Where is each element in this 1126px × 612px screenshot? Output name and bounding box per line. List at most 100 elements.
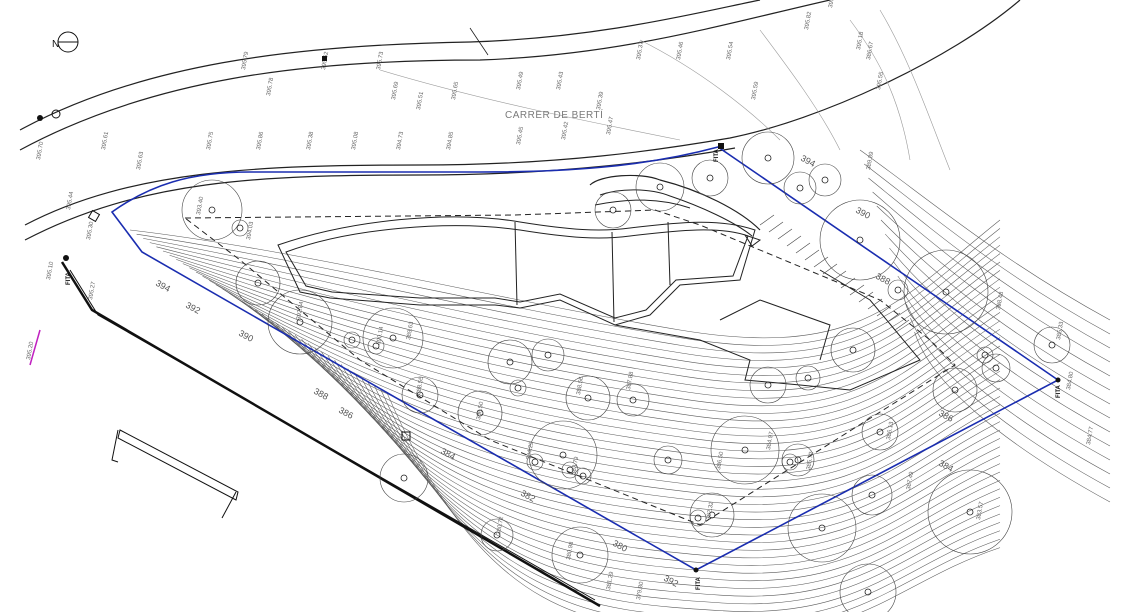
contour-line: [868, 177, 1111, 349]
spot-level: 394.73: [396, 131, 405, 151]
contour-line: [905, 303, 1111, 475]
spot-level: 395.47: [606, 116, 615, 136]
boundary-vertex-label: FITA: [66, 271, 72, 285]
boundary-vertex-label: FITA: [696, 576, 702, 590]
contour-line: [248, 305, 1001, 475]
spot-level: 381.29: [606, 571, 615, 591]
tree-icon: [787, 493, 857, 563]
spot-level: 382.32: [706, 501, 715, 521]
street-detail-lines: [379, 9, 951, 171]
tree-icon: [795, 365, 821, 391]
spot-level: 395.51: [416, 91, 425, 111]
spot-level: 384.97: [766, 431, 775, 451]
tree-icon: [616, 383, 650, 417]
tree-icon: [480, 518, 514, 552]
tree-icon: [594, 191, 632, 229]
contour-label: 394: [154, 278, 172, 294]
spot-level: 390.14: [376, 326, 385, 346]
tree-icon: [839, 563, 897, 612]
stair-step: [840, 277, 856, 289]
stair-step: [768, 221, 784, 233]
spot-level: 395.27: [88, 281, 97, 301]
contour-label: 380: [611, 538, 629, 554]
contour-line: [347, 368, 1001, 589]
spot-level: 389.89: [866, 151, 875, 171]
tree-icon: [635, 162, 685, 212]
spot-level: 384.80: [1066, 371, 1075, 391]
spot-level: 395.20: [26, 341, 35, 361]
contour-label: 390: [854, 205, 872, 221]
tree-icon: [526, 453, 544, 471]
stair-step: [813, 256, 829, 268]
tree-icon: [379, 453, 429, 503]
tree-icon: [887, 279, 909, 301]
tree-icon: [808, 163, 842, 197]
street-name-label: CARRER DE BERTÍ: [505, 108, 603, 121]
spot-level: 384.77: [1086, 426, 1095, 446]
staircase: [759, 214, 910, 331]
spot-level: 395.45: [516, 126, 525, 146]
contour-line: [195, 271, 1001, 414]
contour-label: 392: [184, 300, 202, 316]
contour-label: 392: [662, 573, 680, 589]
spot-level: 380.98: [566, 541, 575, 561]
tree-symbols: [181, 131, 1071, 612]
spot-level: 387.49: [906, 471, 915, 491]
spot-level: 383.79: [571, 456, 580, 476]
spot-level: 387.88: [626, 371, 635, 391]
contour-line: [859, 149, 1111, 321]
contour-line: [864, 163, 1111, 335]
stair-step: [786, 235, 802, 247]
stair-step: [894, 319, 910, 331]
contour-line: [242, 301, 1001, 467]
plot-boundary: [110, 146, 1060, 571]
spot-level: 395.08: [351, 131, 360, 151]
spot-level: 395.69: [391, 81, 400, 101]
stair-step: [858, 291, 874, 303]
spot-level: 395.78: [266, 77, 275, 97]
contour-line: [387, 393, 1001, 612]
contour-line: [143, 236, 1001, 354]
tree-icon: [235, 260, 281, 306]
spot-level: 395.54: [726, 41, 735, 61]
spot-level: 385.72: [806, 451, 815, 471]
contour-line: [209, 280, 1001, 429]
contour-line: [360, 376, 1001, 605]
spot-level: 395.59: [828, 0, 837, 8]
contour-label: 388: [312, 386, 330, 402]
contour-line: [880, 219, 1111, 391]
stair-step: [831, 270, 847, 282]
contour-label: 394: [799, 153, 817, 169]
spot-level: 395.10: [46, 261, 55, 281]
spot-level: 395.44: [66, 191, 75, 211]
tree-icon: [689, 509, 707, 527]
stair-step: [849, 284, 865, 296]
contour-line: [261, 313, 1001, 490]
contour-line: [893, 261, 1111, 433]
stair-step: [777, 228, 793, 240]
spot-level: 395.49: [516, 71, 525, 91]
spot-level: 395.65: [451, 81, 460, 101]
spot-level: 395.18: [856, 31, 865, 51]
contour-label: 382: [519, 488, 537, 504]
tree-icon: [528, 420, 598, 490]
contour-line: [367, 381, 1001, 612]
spot-level: 392.84: [296, 301, 305, 321]
contour-line: [901, 289, 1111, 461]
tree-icon: [181, 179, 243, 241]
tree-icon: [783, 171, 817, 205]
spot-level: 395.86: [256, 131, 265, 151]
contour-line: [340, 364, 1001, 582]
stair-step: [867, 298, 883, 310]
tree-icon: [509, 379, 527, 397]
spot-level: 386.67: [866, 41, 875, 61]
contour-line: [380, 389, 1001, 612]
contour-line: [884, 233, 1111, 405]
spot-level: 395.75: [206, 131, 215, 151]
spot-level: 395.61: [101, 131, 110, 151]
tree-icon: [1033, 326, 1071, 364]
tree-icon: [932, 367, 978, 413]
setback-line: [183, 209, 956, 526]
spot-level: 380.72: [496, 516, 505, 536]
tree-icon: [830, 327, 876, 373]
